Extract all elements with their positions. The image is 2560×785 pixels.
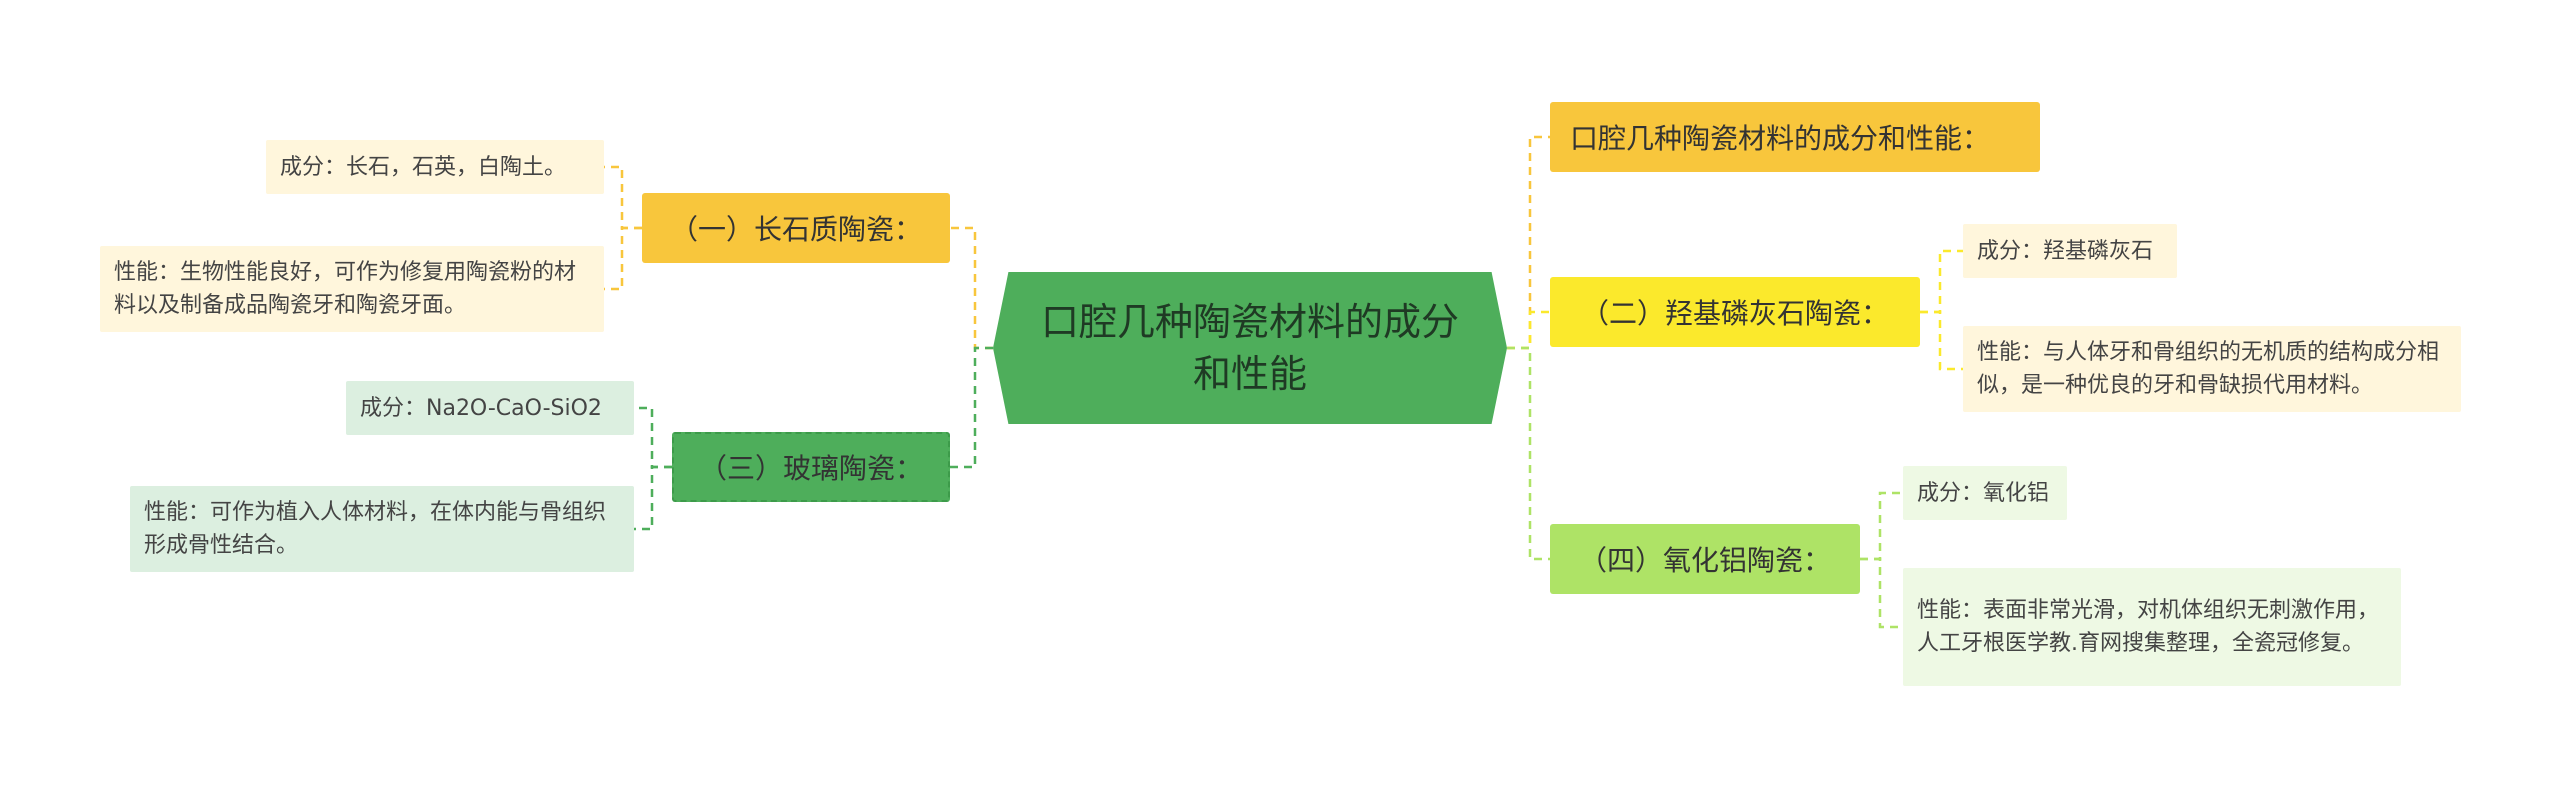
root-topic-label: 口腔几种陶瓷材料的成分和性能 xyxy=(1040,300,1459,396)
connector-b1-l1b xyxy=(604,226,642,291)
connector-b1-l1a xyxy=(604,165,642,230)
leaf-glass-composition[interactable]: 成分：Na2O-CaO-SiO2 xyxy=(346,381,634,435)
connector-b4-l4a xyxy=(1860,491,1903,561)
leaf-text: 性能：与人体牙和骨组织的无机质的结构成分相似，是一种优良的牙和骨缺损代用材料。 xyxy=(1977,340,2440,398)
branch-summary[interactable]: 口腔几种陶瓷材料的成分和性能： xyxy=(1550,102,2040,172)
leaf-hydroxyapatite-composition[interactable]: 成分：羟基磷灰石 xyxy=(1963,224,2177,278)
branch-alumina-ceramic[interactable]: （四）氧化铝陶瓷： xyxy=(1550,524,1860,594)
leaf-text: 性能：可作为植入人体材料，在体内能与骨组织形成骨性结合。 xyxy=(144,500,607,558)
branch-summary-label: 口腔几种陶瓷材料的成分和性能： xyxy=(1570,122,1991,155)
connector-root-b1 xyxy=(950,226,993,350)
leaf-text: 成分：长石，石英，白陶土。 xyxy=(280,154,567,180)
connector-root-b0 xyxy=(1507,135,1550,350)
connector-b2-l2a xyxy=(1920,249,1963,314)
connector-b3-l3b xyxy=(634,465,672,531)
connector-root-b3 xyxy=(950,346,993,469)
leaf-text: 成分：Na2O-CaO-SiO2 xyxy=(360,395,602,421)
leaf-feldspar-properties[interactable]: 性能：生物性能良好，可作为修复用陶瓷粉的材料以及制备成品陶瓷牙和陶瓷牙面。 xyxy=(100,246,604,332)
leaf-text: 性能：表面非常光滑，对机体组织无刺激作用，人工牙根医学教.育网搜集整理，全瓷冠修… xyxy=(1917,598,2380,656)
connector-root-b2 xyxy=(1507,310,1550,350)
connector-b3-l3a xyxy=(634,406,672,469)
branch-feldspar-ceramic-label: （一）长石质陶瓷： xyxy=(669,213,922,246)
connector-b2-l2b xyxy=(1920,310,1963,371)
leaf-text: 性能：生物性能良好，可作为修复用陶瓷粉的材料以及制备成品陶瓷牙和陶瓷牙面。 xyxy=(114,260,577,318)
branch-hydroxyapatite-ceramic[interactable]: （二）羟基磷灰石陶瓷： xyxy=(1550,277,1920,347)
branch-hydroxyapatite-ceramic-label: （二）羟基磷灰石陶瓷： xyxy=(1580,297,1889,330)
connector-b4-l4b xyxy=(1860,557,1903,629)
leaf-feldspar-composition[interactable]: 成分：长石，石英，白陶土。 xyxy=(266,140,604,194)
leaf-text: 成分：氧化铝 xyxy=(1917,480,2050,506)
leaf-hydroxyapatite-properties[interactable]: 性能：与人体牙和骨组织的无机质的结构成分相似，是一种优良的牙和骨缺损代用材料。 xyxy=(1963,326,2461,412)
leaf-text: 成分：羟基磷灰石 xyxy=(1977,238,2154,264)
leaf-alumina-composition[interactable]: 成分：氧化铝 xyxy=(1903,466,2067,520)
leaf-glass-properties[interactable]: 性能：可作为植入人体材料，在体内能与骨组织形成骨性结合。 xyxy=(130,486,634,572)
branch-feldspar-ceramic[interactable]: （一）长石质陶瓷： xyxy=(642,193,950,263)
leaf-alumina-properties[interactable]: 性能：表面非常光滑，对机体组织无刺激作用，人工牙根医学教.育网搜集整理，全瓷冠修… xyxy=(1903,568,2401,686)
branch-glass-ceramic[interactable]: （三）玻璃陶瓷： xyxy=(672,432,950,502)
root-topic[interactable]: 口腔几种陶瓷材料的成分和性能 xyxy=(993,272,1507,424)
branch-glass-ceramic-label: （三）玻璃陶瓷： xyxy=(698,452,923,485)
branch-alumina-ceramic-label: （四）氧化铝陶瓷： xyxy=(1578,544,1831,577)
connector-root-b4 xyxy=(1507,346,1550,561)
